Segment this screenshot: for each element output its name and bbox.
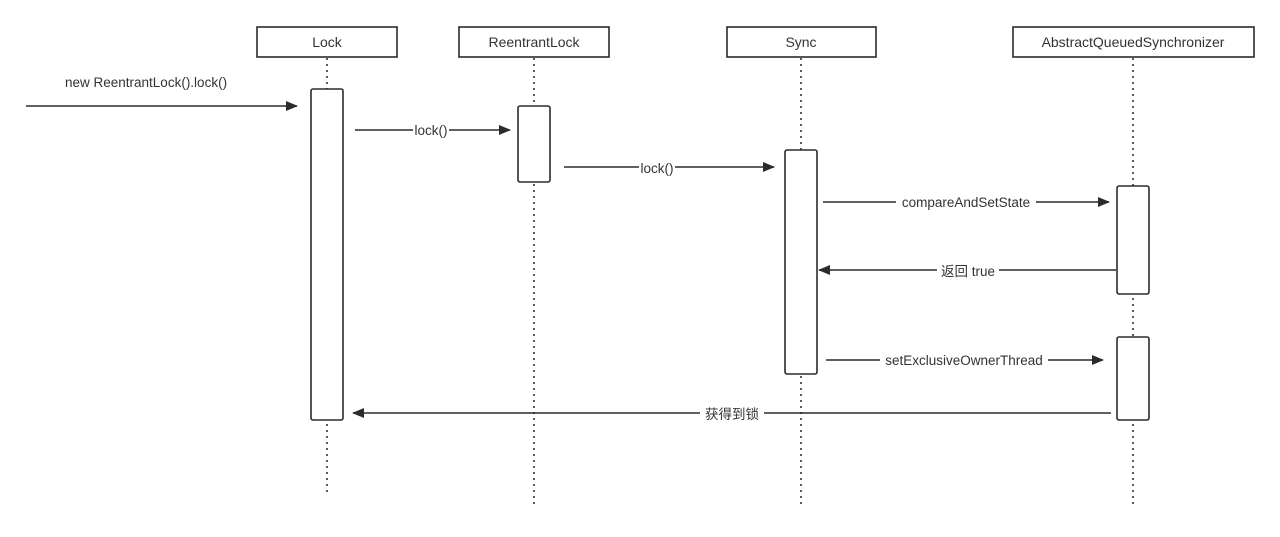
activation-lock	[310, 88, 344, 421]
message-compare-and-set-state[interactable]: compareAndSetState	[823, 194, 1110, 210]
message-return-true[interactable]: 返回 true	[818, 262, 1116, 279]
participant-lock[interactable]: Lock	[256, 26, 398, 58]
participant-label: Lock	[312, 34, 343, 50]
message-set-exclusive-owner-thread[interactable]: setExclusiveOwnerThread	[826, 352, 1104, 368]
activation-sync	[784, 149, 818, 375]
message-label: lock()	[415, 123, 448, 138]
message-lock-call-2[interactable]: lock()	[564, 159, 775, 176]
message-label: new ReentrantLock().lock()	[65, 75, 227, 90]
participant-aqs[interactable]: AbstractQueuedSynchronizer	[1012, 26, 1255, 58]
message-lock-acquired[interactable]: 获得到锁	[352, 405, 1111, 422]
activation-reentrantlock	[517, 105, 551, 183]
message-label: 获得到锁	[705, 406, 759, 422]
message-label: 返回 true	[941, 264, 995, 279]
message-new-reentrantlock-lock[interactable]: new ReentrantLock().lock()	[26, 75, 298, 111]
message-label: compareAndSetState	[902, 195, 1030, 210]
activation-aqs-2	[1116, 336, 1150, 421]
participant-reentrantlock[interactable]: ReentrantLock	[458, 26, 610, 58]
participant-label: ReentrantLock	[488, 34, 580, 50]
participant-label: AbstractQueuedSynchronizer	[1042, 34, 1225, 50]
message-lock-call-1[interactable]: lock()	[355, 122, 511, 138]
activation-aqs-1	[1116, 185, 1150, 295]
message-label: lock()	[641, 161, 674, 176]
participant-label: Sync	[785, 34, 816, 50]
participant-sync[interactable]: Sync	[726, 26, 877, 58]
message-label: setExclusiveOwnerThread	[885, 353, 1043, 368]
